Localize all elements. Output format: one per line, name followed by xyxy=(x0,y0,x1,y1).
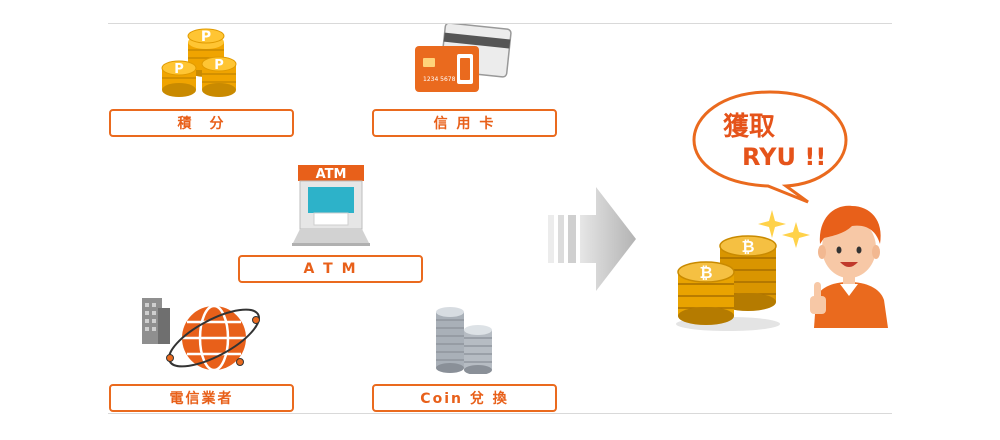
credit-card-label: 信 用 卡 xyxy=(372,109,557,137)
atm-sign: ATM xyxy=(316,167,347,182)
bottom-divider xyxy=(108,413,892,414)
bitcoin-stack-icon: ₿ ₿ xyxy=(676,235,780,331)
smiling-person-icon xyxy=(810,205,888,328)
globe-network-icon xyxy=(142,298,260,372)
coin-letter: P xyxy=(174,62,184,77)
speech-bubble xyxy=(692,90,848,204)
coin-stack-icon xyxy=(436,307,492,374)
point-coins-icon: P P P xyxy=(161,28,237,97)
atm-machine-icon: ATM xyxy=(292,165,370,246)
points-label: 積 分 xyxy=(109,109,294,137)
coin-letter: P xyxy=(214,58,224,73)
bubble-line-2: RYU !! xyxy=(742,143,827,171)
bubble-line-1: 獲取 xyxy=(723,112,776,142)
atm-label: A T M xyxy=(238,255,423,283)
card-number: 1234 5678 xyxy=(423,76,456,83)
telecom-label: 電信業者 xyxy=(109,384,294,412)
top-divider xyxy=(108,23,892,24)
right-arrow-icon xyxy=(548,187,636,291)
bitcoin-symbol: ₿ xyxy=(699,263,712,282)
coin-exchange-label: Coin 兌 換 xyxy=(372,384,557,412)
coin-letter: P xyxy=(201,29,211,45)
bitcoin-symbol: ₿ xyxy=(741,237,754,256)
credit-card-icon: 1234 5678 xyxy=(415,24,512,92)
sparkle-icon xyxy=(758,210,810,248)
